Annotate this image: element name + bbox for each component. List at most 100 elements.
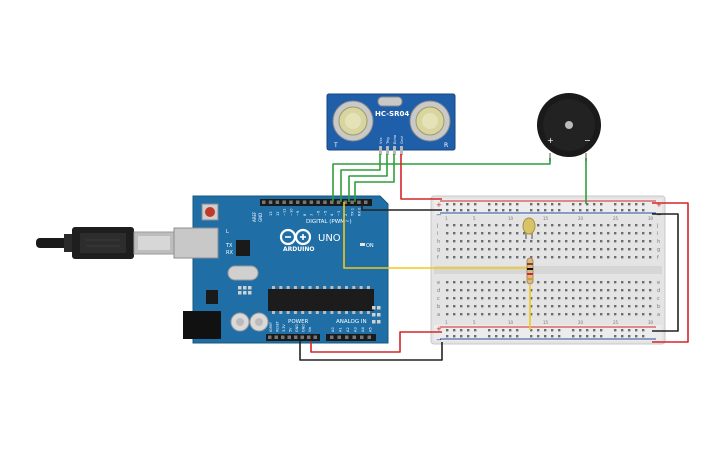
breadboard-hole[interactable] [474, 305, 477, 308]
breadboard-hole[interactable] [530, 289, 533, 292]
breadboard-hole[interactable] [565, 289, 568, 292]
rail-hole[interactable] [593, 203, 596, 206]
breadboard-hole[interactable] [488, 224, 491, 227]
breadboard-hole[interactable] [642, 289, 645, 292]
rail-hole[interactable] [628, 203, 631, 206]
breadboard-hole[interactable] [502, 248, 505, 251]
rail-hole[interactable] [558, 209, 561, 212]
breadboard-hole[interactable] [572, 289, 575, 292]
rail-hole[interactable] [614, 203, 617, 206]
breadboard-hole[interactable] [523, 305, 526, 308]
breadboard-hole[interactable] [446, 240, 449, 243]
breadboard-hole[interactable] [537, 232, 540, 235]
breadboard-hole[interactable] [572, 232, 575, 235]
breadboard-hole[interactable] [586, 297, 589, 300]
breadboard-hole[interactable] [565, 232, 568, 235]
breadboard-hole[interactable] [495, 256, 498, 259]
rail-hole[interactable] [544, 329, 547, 332]
rail-hole[interactable] [467, 329, 470, 332]
breadboard-hole[interactable] [474, 297, 477, 300]
rail-hole[interactable] [621, 335, 624, 338]
breadboard-hole[interactable] [586, 232, 589, 235]
breadboard-hole[interactable] [453, 224, 456, 227]
breadboard-hole[interactable] [551, 289, 554, 292]
breadboard-hole[interactable] [628, 256, 631, 259]
breadboard-hole[interactable] [481, 224, 484, 227]
breadboard-hole[interactable] [446, 281, 449, 284]
breadboard-hole[interactable] [537, 305, 540, 308]
breadboard-hole[interactable] [593, 248, 596, 251]
breadboard-hole[interactable] [649, 240, 652, 243]
breadboard-hole[interactable] [544, 224, 547, 227]
rail-hole[interactable] [593, 209, 596, 212]
breadboard-hole[interactable] [516, 256, 519, 259]
rail-hole[interactable] [460, 329, 463, 332]
breadboard-hole[interactable] [551, 240, 554, 243]
breadboard-hole[interactable] [572, 305, 575, 308]
breadboard-hole[interactable] [516, 248, 519, 251]
rail-hole[interactable] [537, 329, 540, 332]
rail-hole[interactable] [488, 209, 491, 212]
breadboard-hole[interactable] [607, 224, 610, 227]
rail-hole[interactable] [614, 209, 617, 212]
rail-hole[interactable] [579, 209, 582, 212]
breadboard-hole[interactable] [502, 281, 505, 284]
rail-hole[interactable] [467, 203, 470, 206]
rail-hole[interactable] [544, 209, 547, 212]
breadboard-hole[interactable] [593, 297, 596, 300]
wire-red-right-rail[interactable] [652, 202, 689, 343]
wire-green-echo[interactable] [354, 154, 395, 202]
rail-hole[interactable] [579, 203, 582, 206]
breadboard-hole[interactable] [558, 305, 561, 308]
breadboard-hole[interactable] [635, 224, 638, 227]
breadboard-hole[interactable] [579, 248, 582, 251]
breadboard-hole[interactable] [565, 297, 568, 300]
rail-hole[interactable] [551, 335, 554, 338]
breadboard-hole[interactable] [502, 232, 505, 235]
breadboard-hole[interactable] [614, 313, 617, 316]
rail-hole[interactable] [558, 329, 561, 332]
rail-hole[interactable] [488, 329, 491, 332]
breadboard-hole[interactable] [621, 313, 624, 316]
rail-hole[interactable] [579, 335, 582, 338]
wire-black-gnd[interactable] [299, 341, 443, 361]
breadboard-hole[interactable] [467, 256, 470, 259]
rail-hole[interactable] [446, 203, 449, 206]
breadboard-hole[interactable] [502, 289, 505, 292]
breadboard-hole[interactable] [446, 297, 449, 300]
breadboard-hole[interactable] [509, 297, 512, 300]
breadboard-hole[interactable] [544, 248, 547, 251]
breadboard-hole[interactable] [600, 313, 603, 316]
breadboard-hole[interactable] [481, 248, 484, 251]
rail-hole[interactable] [600, 335, 603, 338]
breadboard-hole[interactable] [523, 289, 526, 292]
breadboard-hole[interactable] [635, 256, 638, 259]
breadboard-hole[interactable] [453, 240, 456, 243]
breadboard-hole[interactable] [502, 313, 505, 316]
breadboard-hole[interactable] [509, 224, 512, 227]
breadboard-hole[interactable] [446, 289, 449, 292]
breadboard-hole[interactable] [495, 313, 498, 316]
wire-black-digital-gnd[interactable] [361, 202, 442, 211]
rail-hole[interactable] [495, 203, 498, 206]
breadboard-hole[interactable] [642, 297, 645, 300]
rail-hole[interactable] [621, 209, 624, 212]
breadboard-hole[interactable] [467, 224, 470, 227]
breadboard-hole[interactable] [614, 232, 617, 235]
breadboard-hole[interactable] [565, 313, 568, 316]
breadboard-hole[interactable] [600, 232, 603, 235]
breadboard-hole[interactable] [453, 313, 456, 316]
rail-hole[interactable] [642, 209, 645, 212]
breadboard-hole[interactable] [593, 224, 596, 227]
breadboard-hole[interactable] [649, 256, 652, 259]
breadboard-hole[interactable] [593, 240, 596, 243]
breadboard-hole[interactable] [537, 240, 540, 243]
breadboard-hole[interactable] [495, 248, 498, 251]
breadboard-hole[interactable] [551, 281, 554, 284]
rail-hole[interactable] [488, 203, 491, 206]
rail-hole[interactable] [628, 329, 631, 332]
breadboard-hole[interactable] [600, 305, 603, 308]
rail-hole[interactable] [467, 335, 470, 338]
breadboard-hole[interactable] [572, 224, 575, 227]
breadboard-hole[interactable] [614, 248, 617, 251]
